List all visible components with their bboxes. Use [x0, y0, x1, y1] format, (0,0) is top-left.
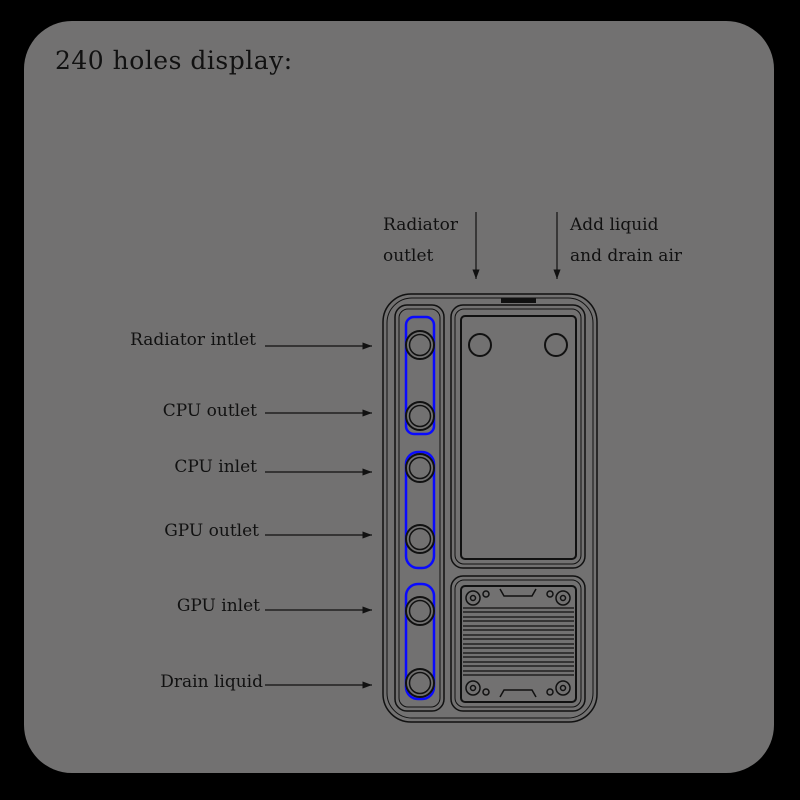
port-radiator-outlet: [468, 333, 492, 357]
port-gpu-inlet: [405, 596, 435, 626]
port-cpu-outlet: [405, 401, 435, 431]
gpu-drain-loop: [404, 582, 436, 701]
tank-window: [460, 315, 577, 560]
label-cpu-inlet: CPU inlet: [174, 457, 257, 477]
port-radiator-inlet: [405, 330, 435, 360]
label-line: outlet: [383, 246, 434, 266]
logo-mark: [501, 298, 536, 303]
ports: [405, 330, 435, 698]
label-radiator-inlet: Radiator intlet: [130, 330, 256, 350]
port-fill: [544, 333, 568, 357]
loop-highlights: [404, 315, 436, 701]
port-drain: [405, 668, 435, 698]
label-add-liquid: Add liquid and drain air: [570, 210, 682, 272]
label-line: Radiator: [383, 215, 458, 235]
tank-panel: [450, 304, 586, 569]
label-line: Add liquid: [570, 215, 659, 235]
port-column-inner: [398, 308, 441, 708]
label-cpu-outlet: CPU outlet: [162, 401, 257, 421]
reservoir-outline-inner: [386, 297, 594, 719]
label-drain-liquid: Drain liquid: [160, 672, 263, 692]
tank-panel-inner: [454, 308, 582, 565]
label-line: and drain air: [570, 246, 683, 266]
reservoir-outline: [382, 293, 598, 723]
label-radiator-outlet: Radiator outlet: [383, 210, 458, 272]
port-gpu-outlet: [405, 524, 435, 554]
label-gpu-inlet: GPU inlet: [176, 596, 260, 616]
port-column: [394, 304, 445, 712]
leader-arrows: [265, 212, 561, 689]
pump-screws: [465, 588, 571, 698]
cpu-gpu-loop: [404, 450, 436, 570]
radiator-cpu-loop: [404, 315, 436, 436]
port-cpu-inlet: [405, 453, 435, 483]
page-title: 240 holes display:: [55, 46, 293, 75]
pump-fins: [463, 607, 574, 676]
pump-panel: [450, 575, 586, 712]
pump-body: [460, 585, 577, 703]
pump-panel-inner: [454, 579, 582, 708]
label-gpu-outlet: GPU outlet: [164, 521, 259, 541]
